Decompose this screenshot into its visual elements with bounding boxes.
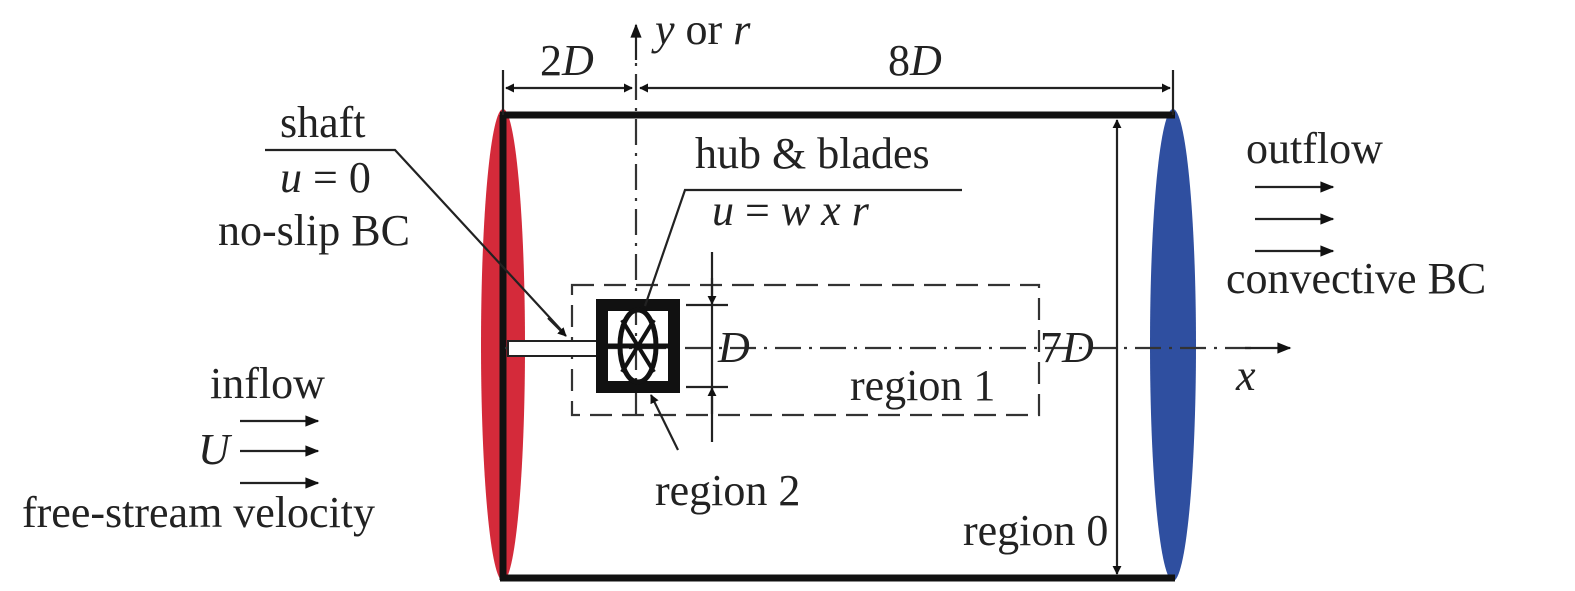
hub-and-blades [596, 299, 680, 393]
dimension-8d-label: 8D [888, 36, 942, 85]
convective-bc-label: convective BC [1226, 254, 1486, 303]
shaft-leader [265, 148, 564, 333]
noslip-bc-label: no-slip BC [218, 206, 410, 255]
region-2-leader [650, 394, 679, 451]
shaft-label: shaft [280, 98, 366, 147]
dimension-d-label: D [717, 323, 750, 372]
freestream-velocity-label: free-stream velocity [22, 488, 375, 537]
hub-bc-label: u = w x r [712, 186, 870, 235]
hub-leader [643, 188, 962, 307]
region-1-label: region 1 [850, 361, 995, 410]
outlet-boundary [1150, 109, 1196, 581]
outflow-label: outflow [1246, 124, 1383, 173]
inflow-velocity-symbol: U [198, 425, 233, 474]
dimension-2d-label: 2D [540, 36, 594, 85]
axis-label-y-or-r: y or r [651, 5, 751, 54]
shaft-bc-label: u = 0 [280, 153, 371, 202]
shaft [507, 340, 601, 357]
region-0-label: region 0 [963, 506, 1108, 555]
dimension-7d-label: 7D [1040, 323, 1094, 372]
region-2-label: region 2 [655, 466, 800, 515]
axis-label-x: x [1235, 351, 1256, 400]
shaft-leader-arrow [547, 317, 567, 337]
inflow-label: inflow [210, 359, 325, 408]
hub-blades-label: hub & blades [695, 129, 930, 178]
